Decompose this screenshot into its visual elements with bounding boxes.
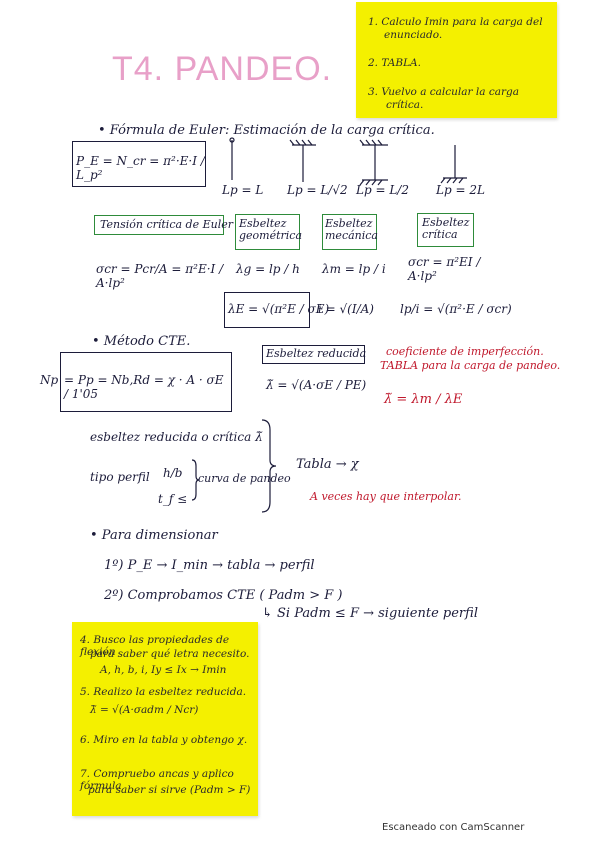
red-note-1: coeficiente de imperfección. [386, 345, 544, 358]
top-note-line1: 1. Calculo Imin para la carga del [368, 16, 543, 28]
table-tf: t_f ≤ [158, 492, 188, 506]
label-esbeltez-geo-box [235, 214, 300, 250]
dim-step1: 1º) P_E → I_min → tabla → perfil [104, 558, 315, 573]
bottom-sticky-note: 4. Busco las propiedades de flexión para… [72, 622, 258, 816]
label-esbeltez-geo: Esbeltez geométrica [239, 217, 303, 242]
formula-lambda-red2: λ̃ = λm / λE [384, 392, 463, 407]
label-esbeltez-mec: Esbeltez mecánica [325, 217, 378, 242]
length-2: Lp = L/√2 [287, 183, 348, 197]
formula-lambda-g: λg = lp / h [236, 262, 300, 276]
top-sticky-note: 1. Calculo Imin para la carga del enunci… [356, 2, 557, 118]
table-line1: esbeltez reducida o crítica λ̃ [90, 430, 263, 444]
label-esbeltez-crit-box [417, 213, 474, 247]
esbeltez-red-box [262, 345, 365, 364]
length-4: Lp = 2L [436, 183, 485, 197]
bottom-note-line4b: para saber qué letra necesito. [90, 648, 250, 660]
scanner-footer: Escaneado con CamScanner [382, 822, 525, 833]
formula-lp-i: lp/i = √(π²·E / σcr) [400, 302, 512, 316]
lambda-e-box [224, 292, 310, 328]
bottom-note-line5: 5. Realizo la esbeltez reducida. [80, 686, 247, 698]
top-note-line3b: crítica. [386, 99, 424, 111]
euler-formula: P_E = N_cr = π²·E·I / L_p² [76, 154, 205, 182]
red-note-2: TABLA para la carga de pandeo. [380, 359, 561, 372]
dim-step2: 2º) Comprobamos CTE ( Padm > F ) [104, 588, 343, 603]
top-note-line3: 3. Vuelvo a calcular la carga [368, 86, 520, 98]
formula-lambda-e: λE = √(π²E / σE) [228, 302, 330, 316]
bottom-note-line7b: para saber si sirve (Padm > F) [88, 784, 251, 796]
euler-heading: • Fórmula de Euler: Estimación de la car… [98, 123, 435, 138]
label-tension: Tensión crítica de Euler [100, 218, 233, 231]
length-3: Lp = L/2 [356, 183, 409, 197]
top-note-line1b: enunciado. [384, 29, 443, 41]
label-esbeltez-red: Esbeltez reducida [266, 347, 367, 360]
bottom-note-line4: 4. Busco las propiedades de flexión [80, 634, 230, 658]
label-tension-box [94, 215, 224, 235]
formula-i: i = √(I/A) [318, 302, 374, 316]
label-esbeltez-crit: Esbeltez crítica [422, 216, 470, 241]
np-box [60, 352, 232, 412]
dim-heading: • Para dimensionar [90, 528, 218, 543]
formula-sigma-cr2: σcr = π²EI / A·lp² [408, 255, 481, 283]
table-curva: curva de pandeo [198, 472, 291, 485]
label-esbeltez-mec-box [322, 214, 377, 250]
cte-formula: = Pp = Nb,Rd = χ · A · σE / 1'05 [64, 373, 224, 401]
red-note-3: A veces hay que interpolar. [310, 490, 462, 503]
table-tipo-perfil: tipo perfil [90, 470, 150, 484]
formula-sigma-cr: σcr = Pcr/A = π²E·I / A·lp² [96, 262, 224, 290]
formula-lambda-red: λ̃ = √(A·σE / PE) [266, 378, 367, 392]
table-result: Tabla → χ [296, 457, 359, 472]
page-title: T4. PANDEO. [112, 50, 333, 88]
dim-step2b: ↳ Si Padm ≤ F → siguiente perfil [262, 606, 478, 621]
np-label: Np [40, 373, 59, 387]
table-hb: h/b [163, 466, 183, 480]
euler-formula-box [72, 141, 206, 187]
bottom-note-line5b: λ̃ = √(A·σadm / Ncr) [90, 704, 199, 716]
top-note-line2: 2. TABLA. [368, 57, 421, 69]
bottom-note-line4c: A, h, b, i, Iy ≤ Ix → Imin [100, 664, 227, 676]
length-1: Lp = L [222, 183, 264, 197]
cte-heading: • Método CTE. [92, 334, 191, 349]
bottom-note-line7: 7. Compruebo ancas y aplico fórmula [80, 768, 234, 792]
bottom-note-line6: 6. Miro en la tabla y obtengo χ. [80, 734, 248, 746]
formula-lambda-m: λm = lp / i [322, 262, 386, 276]
